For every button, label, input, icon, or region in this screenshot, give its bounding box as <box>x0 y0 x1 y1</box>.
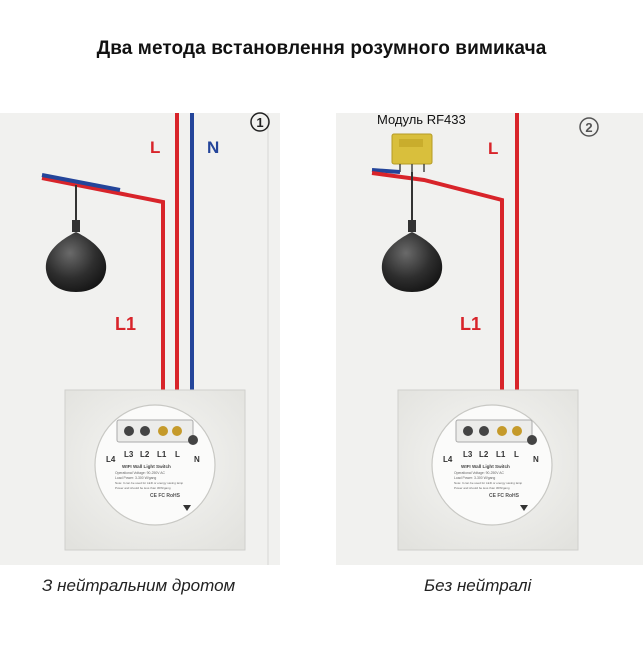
switch-line3-2: Note: It can be used for LED or energy s… <box>454 481 523 485</box>
switch-line1-2: Operational Voltage: 90-250V AC <box>454 471 505 475</box>
panel-1-number-circle <box>250 112 270 132</box>
switch-model-1: WIFI Wall Light Switch <box>122 464 171 469</box>
switch-line3-1: Note: It can be used for LED or energy s… <box>115 481 184 485</box>
wire-l1-2 <box>371 171 504 420</box>
switch-line4-1: Power and should be less than 30W/gang <box>115 486 171 490</box>
terminal-l1-1: L1 <box>157 450 167 459</box>
caption-with-neutral: З нейтральним дротом <box>42 576 236 595</box>
terminal-l4-1: L4 <box>106 455 116 464</box>
label-n-1: N <box>207 138 219 157</box>
switch-ce-1: CE FC RoHS <box>150 493 181 499</box>
switch-line1-1: Operational Voltage: 90-250V AC <box>115 471 166 475</box>
terminal-l3-1: L3 <box>124 450 134 459</box>
panel-1: 1 L N L1 L3 <box>0 112 280 565</box>
terminal-l4-2: L4 <box>443 455 453 464</box>
wall-switch-2: L3 L2 L1 L L4 N WIFI Wall Light Switch O… <box>397 389 579 551</box>
label-l1-2: L1 <box>460 314 481 334</box>
terminal-l2-2: L2 <box>479 450 489 459</box>
panel-2-number-circle <box>579 117 599 137</box>
terminal-n-1: N <box>194 455 200 464</box>
terminal-l2-1: L2 <box>140 450 150 459</box>
panel-2: 2 Модуль RF433 L L1 <box>336 112 643 565</box>
switch-ce-2: CE FC RoHS <box>489 493 520 499</box>
page-title: Два метода встановлення розумного вимика… <box>96 38 547 59</box>
panel-1-number: 1 <box>256 115 263 130</box>
pendant-lamp-1 <box>45 185 107 292</box>
label-l-1: L <box>150 138 160 157</box>
wire-l1-1 <box>41 176 165 420</box>
terminal-l-2: L <box>514 450 519 459</box>
switch-line4-2: Power and should be less than 30W/gang <box>454 486 510 490</box>
label-l1-1: L1 <box>115 314 136 334</box>
wall-switch-1: L3 L2 L1 L L4 N WIFI Wall Light Switch O… <box>64 389 246 551</box>
module-label: Модуль RF433 <box>377 112 466 127</box>
terminal-n-2: N <box>533 455 539 464</box>
rf433-module <box>391 133 433 172</box>
panel-2-number: 2 <box>585 120 592 135</box>
label-l-2: L <box>488 139 498 158</box>
terminal-l1-2: L1 <box>496 450 506 459</box>
wire-neutral-lamp-2 <box>371 168 401 174</box>
pendant-lamp-2 <box>381 172 443 292</box>
terminal-l3-2: L3 <box>463 450 473 459</box>
wire-neutral-lamp-1 <box>41 173 121 192</box>
switch-line2-2: Load Power: 3-300 W/gang <box>454 476 495 480</box>
switch-model-2: WIFI Wall Light Switch <box>461 464 510 469</box>
caption-without-neutral: Без нейтралі <box>424 576 532 595</box>
switch-line2-1: Load Power: 3-300 W/gang <box>115 476 156 480</box>
terminal-l-1: L <box>175 450 180 459</box>
